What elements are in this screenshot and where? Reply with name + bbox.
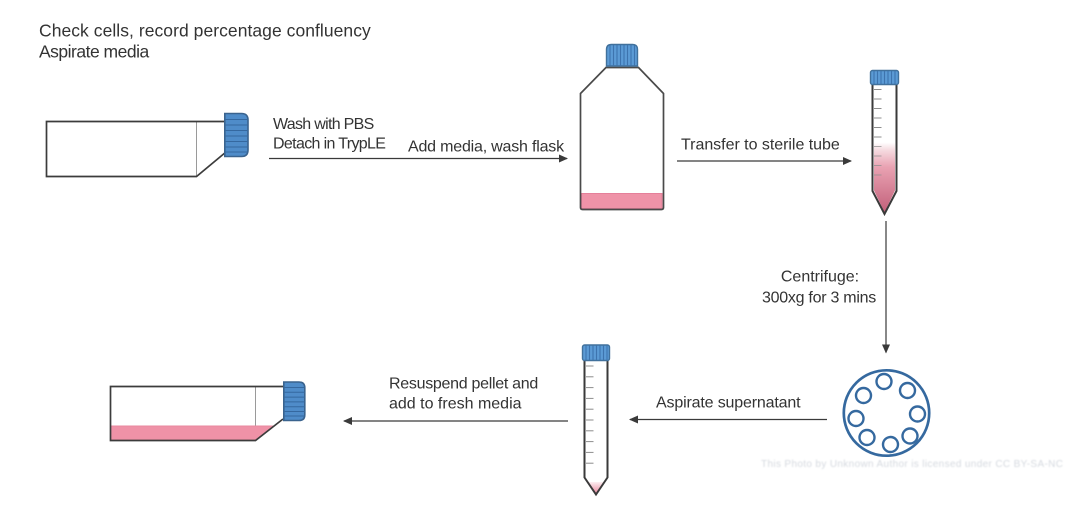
svg-text:This Photo by Unknown Author i: This Photo by Unknown Author is licensed… [761,459,1063,470]
svg-text:Aspirate media: Aspirate media [39,42,149,62]
svg-text:add to fresh media: add to fresh media [389,395,522,412]
svg-text:Detach in TrypLE: Detach in TrypLE [273,136,385,153]
svg-text:Wash with PBS: Wash with PBS [273,116,374,133]
svg-text:300xg for 3 mins: 300xg for 3 mins [762,290,876,307]
svg-text:Transfer to sterile tube: Transfer to sterile tube [681,137,840,154]
svg-text:Check cells, record percentage: Check cells, record percentage confluenc… [39,21,371,41]
svg-text:Aspirate supernatant: Aspirate supernatant [656,395,801,412]
svg-text:Centrifuge:: Centrifuge: [781,269,859,286]
svg-text:Add media, wash flask: Add media, wash flask [408,139,565,156]
svg-text:Resuspend pellet and: Resuspend pellet and [389,375,538,392]
